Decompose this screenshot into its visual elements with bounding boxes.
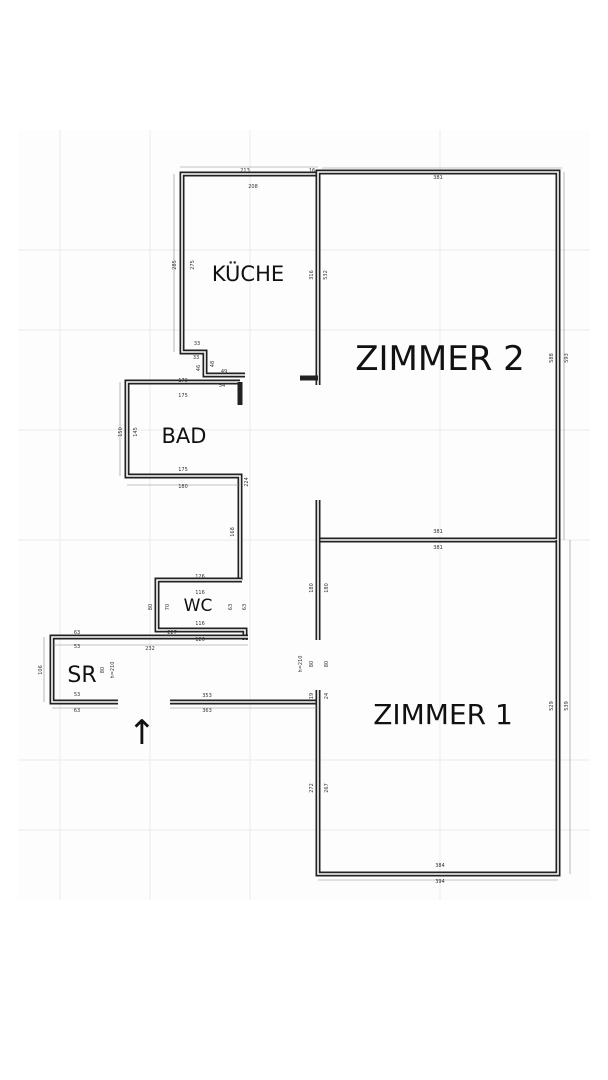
dim-label: 53 [74, 644, 80, 650]
dim-label: 539 [564, 701, 570, 711]
dim-label: 394 [435, 879, 445, 885]
dim-label: 116 [195, 590, 205, 596]
room-label-sr: SR [67, 663, 96, 688]
dim-label: 316 [309, 270, 315, 280]
dim-label: 106 [38, 665, 44, 675]
dim-label: 381 [433, 545, 443, 551]
dim-label: 272 [309, 783, 315, 793]
dim-label: 46 [196, 365, 202, 371]
dim-label: 33 [193, 355, 199, 361]
dim-label: 180 [178, 484, 188, 490]
dim-label: 232 [145, 646, 155, 652]
dim-label: 593 [564, 353, 570, 363]
dim-label: 588 [549, 353, 555, 363]
room-label-kueche: KÜCHE [212, 261, 284, 286]
dim-label: 70 [165, 604, 171, 610]
walls [49, 169, 561, 877]
dim-label: 48 [210, 361, 216, 367]
dim-label: 384 [435, 863, 445, 869]
dim-label: 19 [309, 693, 315, 699]
dim-label: 80 [324, 661, 330, 667]
dim-label: 54 [219, 383, 225, 389]
dim-label: 180 [309, 583, 315, 593]
room-label-bad: BAD [162, 424, 207, 448]
room-label-zimmer1: ZIMMER 1 [373, 698, 513, 731]
dim-label: 33 [194, 341, 200, 347]
dim-label: 53 [74, 692, 80, 698]
dimension-labels: 213 208 16 285 275 316 33 33 46 48 49 17… [38, 168, 570, 885]
room-label-zimmer2: ZIMMER 2 [355, 339, 525, 379]
dim-label: 80 [309, 661, 315, 667]
dim-label: 381 [433, 175, 443, 181]
dim-label: 63 [242, 604, 248, 610]
dimension-lines [43, 166, 571, 881]
dim-label: 168 [230, 527, 236, 537]
dim-label: h=210 [298, 656, 304, 673]
dim-label: 16 [309, 168, 315, 174]
dim-label: 180 [324, 583, 330, 593]
dim-label: 213 [240, 168, 250, 174]
dim-label: 145 [133, 427, 139, 437]
dim-label: 116 [195, 621, 205, 627]
dim-label: 126 [195, 574, 205, 580]
background-grid [18, 130, 590, 900]
dim-label: 175 [178, 467, 188, 473]
dim-label: 267 [324, 783, 330, 793]
dim-label: 175 [178, 393, 188, 399]
dim-label: 63 [228, 604, 234, 610]
dim-label: 275 [190, 260, 196, 270]
dim-label: 224 [244, 477, 250, 487]
dim-label: 126 [195, 637, 205, 643]
dim-label: 532 [323, 270, 329, 280]
dim-label: 150 [118, 427, 124, 437]
dim-label: 285 [172, 260, 178, 270]
room-label-wc: WC [184, 596, 213, 616]
dim-label: 529 [549, 701, 555, 711]
dim-label: 63 [74, 708, 80, 714]
entrance-arrow-icon: ↑ [128, 713, 157, 753]
dim-label: 381 [433, 529, 443, 535]
dim-label: 353 [202, 693, 212, 699]
dim-label: 179 [178, 378, 188, 384]
dim-label: 63 [74, 630, 80, 636]
dim-label: 208 [248, 184, 258, 190]
dim-label: h=210 [110, 662, 116, 679]
dim-label: 49 [221, 369, 227, 375]
dim-label: 80 [100, 667, 106, 673]
dim-label: 24 [324, 693, 330, 699]
dim-label: 80 [148, 604, 154, 610]
dim-label: 363 [202, 708, 212, 714]
dim-label: 227 [167, 630, 177, 636]
